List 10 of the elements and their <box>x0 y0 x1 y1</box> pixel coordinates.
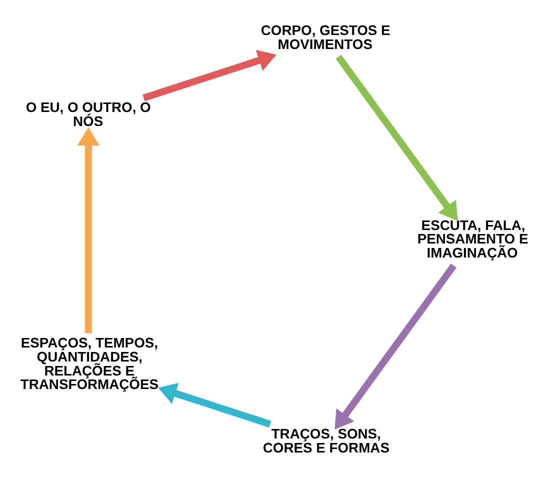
node-text: TRAÇOS, SONS, CORES E FORMAS <box>262 424 390 455</box>
arrow <box>158 382 272 427</box>
node-text: O EU, O OUTRO, O NÓS <box>26 98 151 129</box>
node-text: CORPO, GESTOS E MOVIMENTOS <box>260 22 390 52</box>
arrow <box>334 263 457 430</box>
arrow <box>142 49 276 101</box>
node-text: ESCUTA, FALA, PENSAMENTO E IMAGINAÇÃO <box>417 216 528 260</box>
node-text: ESPAÇOS, TEMPOS, QUANTIDADES, RELAÇÕES E TRANSFORMAÇÕES <box>20 334 159 392</box>
arrow <box>336 54 458 220</box>
arrow <box>77 126 100 333</box>
